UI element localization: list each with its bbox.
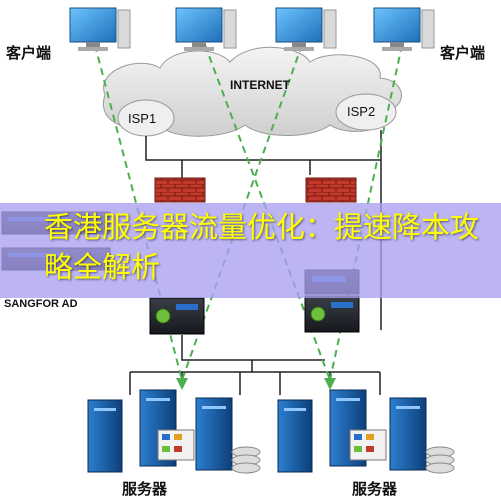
monitor-screen-icon	[157, 429, 195, 461]
disk-stack-icon	[231, 446, 261, 474]
cloud-icon	[102, 46, 402, 137]
server-label-right: 服务器	[352, 480, 398, 498]
client-label-right: 客户端	[440, 44, 486, 62]
isp2-bubble	[335, 93, 397, 131]
server-group-right	[277, 389, 455, 474]
client-label-left: 客户端	[6, 44, 52, 62]
sangfor-label: SANGFOR AD	[4, 298, 78, 310]
computer-monitor-icon	[373, 7, 435, 51]
monitor-screen-icon	[349, 429, 387, 461]
isp2-label: ISP2	[347, 104, 376, 119]
server-label-left: 服务器	[122, 480, 168, 498]
switch-icon	[149, 297, 205, 335]
client-computers	[69, 7, 435, 51]
switch-icon	[304, 295, 360, 333]
traffic-arrows	[176, 378, 336, 390]
isp1-label: ISP1	[128, 111, 157, 126]
server-tower-icon	[87, 399, 123, 473]
computer-monitor-icon	[69, 7, 131, 51]
server-tower-icon	[277, 399, 313, 473]
firewall-icon	[305, 177, 357, 203]
title-banner	[0, 203, 501, 298]
computer-monitor-icon	[175, 7, 237, 51]
computer-monitor-icon	[275, 7, 337, 51]
firewall-icon	[154, 177, 206, 203]
server-group-left	[87, 389, 261, 474]
server-tower-icon	[389, 397, 427, 471]
internet-label: INTERNET	[230, 78, 290, 92]
server-tower-icon	[195, 397, 233, 471]
disk-stack-icon	[425, 446, 455, 474]
banner-title: 香港服务器流量优化：提速降本攻略全解析	[44, 210, 480, 284]
